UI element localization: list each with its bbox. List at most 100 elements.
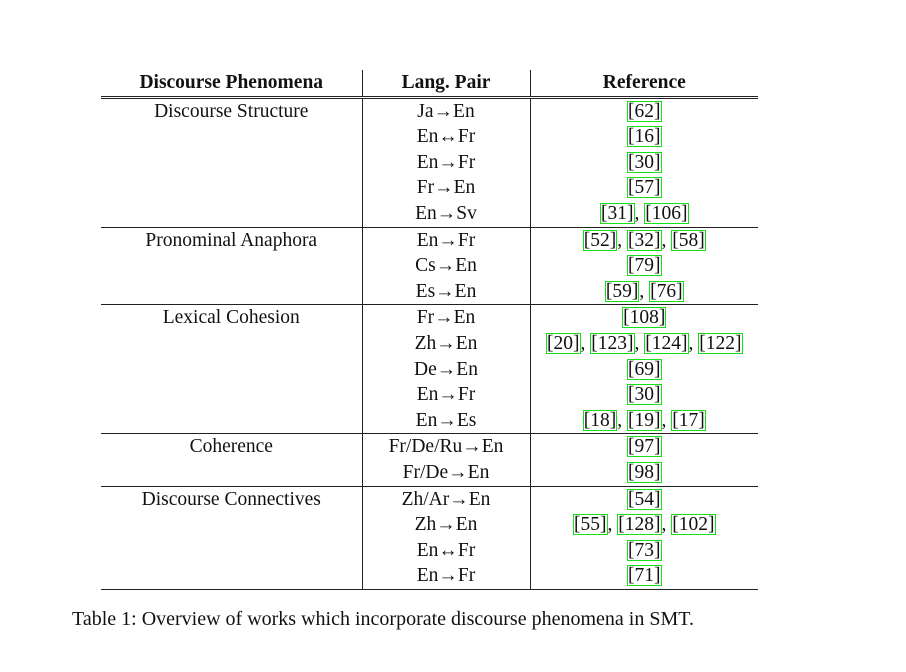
phenomenon-cell [101, 331, 362, 357]
citation-link[interactable]: [17] [671, 409, 706, 431]
phenomenon-cell: Discourse Structure [154, 100, 309, 122]
reference-cell: [31], [106] [529, 200, 758, 228]
reference-separator: , [634, 202, 645, 224]
discourse-phenomena-table: Discourse Phenomena Lang. Pair Reference… [101, 70, 758, 590]
citation-link[interactable]: [16] [627, 126, 662, 148]
table-row: Zh→En[55], [128], [102] [101, 512, 758, 538]
lang-pair-cell: Zh→En [361, 512, 530, 538]
phenomenon-cell [101, 460, 362, 486]
lang-pair-cell: En→Es [361, 407, 530, 434]
reference-cell: [57] [529, 175, 758, 201]
citation-link[interactable]: [76] [649, 280, 684, 302]
citation-link[interactable]: [59] [604, 280, 640, 302]
lang-pair-cell: Zh→En [361, 330, 530, 357]
citation-link[interactable]: [54] [627, 488, 662, 510]
reference-separator: , [634, 332, 645, 354]
lang-pair-cell: Fr→En [361, 304, 530, 331]
citation-link[interactable]: [123] [590, 332, 635, 354]
table-caption: Table 1: Overview of works which incorpo… [72, 608, 694, 630]
reference-cell: [71] [529, 563, 758, 590]
reference-cell: [98] [529, 459, 758, 486]
reference-cell: [30] [529, 149, 758, 176]
citation-link[interactable]: [108] [622, 307, 667, 329]
reference-cell: [69] [529, 356, 758, 383]
lang-pair-cell: Fr→En [361, 175, 530, 201]
citation-link[interactable]: [71] [627, 565, 662, 587]
reference-separator: , [580, 332, 591, 354]
table-header-row: Discourse Phenomena Lang. Pair Reference [101, 70, 758, 99]
phenomenon-cell [101, 124, 362, 150]
citation-link[interactable]: [106] [644, 202, 689, 224]
table-row: Es→En[59], [76] [101, 278, 758, 305]
lang-pair-cell: En→Sv [361, 200, 530, 228]
reference-cell: [16] [529, 124, 758, 150]
citation-link[interactable]: [128] [617, 514, 662, 536]
phenomenon-cell: Coherence [101, 433, 362, 460]
citation-link[interactable]: [62] [627, 100, 662, 122]
citation-link[interactable]: [19] [627, 409, 662, 431]
citation-link[interactable]: [55] [573, 514, 608, 536]
reference-cell: [62] [529, 97, 758, 125]
lang-pair-cell: Cs→En [361, 253, 530, 279]
reference-separator: , [639, 280, 650, 302]
citation-link[interactable]: [102] [671, 514, 716, 536]
reference-cell: [108] [529, 304, 758, 331]
citation-link[interactable]: [20] [546, 332, 581, 354]
reference-cell: [52], [32], [58] [529, 226, 758, 254]
reference-cell: [55], [128], [102] [529, 512, 758, 538]
citation-link[interactable]: [57] [627, 177, 662, 199]
lang-pair-cell: Es→En [361, 278, 530, 305]
phenomenon-cell [101, 175, 362, 201]
citation-link[interactable]: [124] [644, 332, 689, 354]
citation-link[interactable]: [79] [627, 255, 662, 277]
reference-separator: , [688, 332, 699, 354]
phenomenon-cell [101, 408, 362, 434]
table-row: En↔Fr [73] [101, 537, 758, 564]
citation-link[interactable]: [98] [627, 461, 662, 483]
citation-link[interactable]: [32] [627, 229, 662, 251]
reference-cell: [30] [529, 382, 758, 408]
reference-cell: [54] [529, 485, 758, 513]
citation-link[interactable]: [122] [698, 332, 743, 354]
reference-cell: [59], [76] [529, 278, 758, 305]
citation-link[interactable]: [97] [627, 436, 662, 458]
table-row: En→Es[18], [19], [17] [101, 407, 758, 434]
lang-pair-cell: Ja→En [361, 97, 530, 125]
table-row: Zh→En [20], [123], [124], [122] [101, 330, 758, 357]
phenomenon-cell [101, 382, 362, 408]
reference-cell: [79] [529, 253, 758, 279]
reference-separator: , [661, 229, 672, 251]
lang-pair-cell: En↔Fr [361, 124, 530, 150]
reference-cell: [97] [529, 433, 758, 460]
phenomenon-cell [101, 279, 362, 305]
citation-link[interactable]: [18] [582, 409, 618, 431]
citation-link[interactable]: [58] [671, 229, 706, 251]
phenomenon-cell: Pronominal Anaphora [101, 226, 362, 254]
phenomenon-cell [101, 512, 362, 538]
phenomenon-cell [101, 538, 362, 564]
citation-link[interactable]: [69] [627, 358, 662, 380]
phenomenon-cell [101, 357, 362, 383]
citation-link[interactable]: [73] [627, 539, 662, 561]
citation-link[interactable]: [30] [627, 151, 662, 173]
header-reference: Reference [529, 70, 758, 99]
reference-cell: [18], [19], [17] [529, 407, 758, 434]
lang-pair-cell: En→Fr [361, 149, 530, 176]
reference-separator: , [661, 514, 672, 536]
reference-separator: , [607, 514, 618, 536]
table-row: Fr/De→En[98] [101, 459, 758, 486]
reference-separator: , [617, 409, 627, 431]
lang-pair-cell: De→En [361, 356, 530, 383]
table-body: Discourse Structure Ja→En [62] En↔Fr [16] En→… [101, 97, 758, 590]
phenomenon-cell [101, 201, 362, 227]
citation-link[interactable]: [30] [627, 384, 662, 406]
table-row: En→Sv[31], [106] [101, 200, 758, 228]
phenomenon-cell [101, 150, 362, 176]
citation-link[interactable]: [52] [582, 229, 618, 251]
citation-link[interactable]: [31] [600, 202, 635, 224]
lang-pair-cell: En↔Fr [361, 537, 530, 564]
lang-pair-cell: En→Fr [361, 563, 530, 590]
lang-pair-cell: Zh/Ar→En [361, 485, 530, 513]
